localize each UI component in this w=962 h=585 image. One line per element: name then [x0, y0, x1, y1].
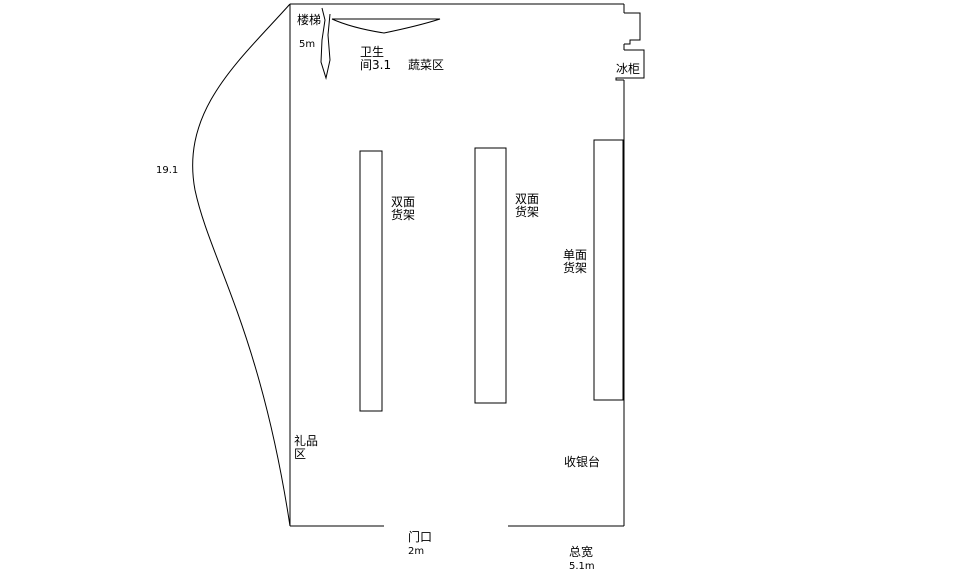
stairs-label: 楼梯 [297, 12, 321, 27]
toilet-fixture [331, 18, 441, 34]
toilet-label-line2: 间3.1 [360, 58, 391, 72]
depth-label: 19.1 [156, 165, 178, 176]
entrance-width-label: 2m [408, 546, 424, 557]
shelf1-label-line2: 货架 [391, 207, 415, 222]
fridge-label: 冰柜 [616, 62, 640, 76]
cashier-label: 收银台 [564, 454, 600, 469]
outer-walls [289, 3, 625, 527]
gift-area-label-line2: 区 [294, 447, 306, 461]
total-width-label: 总宽 [569, 544, 593, 559]
depth-curve [192, 3, 291, 527]
single-sided-shelf [593, 139, 624, 401]
shelf1-label-line1: 双面 [391, 195, 415, 209]
shelf3-label-line1: 单面 [563, 248, 587, 262]
shelf3-label-line2: 货架 [563, 260, 587, 275]
vegetable-area-label: 蔬菜区 [408, 58, 444, 72]
stairs-size-label: 5m [299, 39, 315, 50]
total-width-value: 5.1m [569, 561, 595, 572]
gift-area-label-line1: 礼品 [294, 433, 318, 448]
stairs-symbol [320, 7, 331, 80]
shelf2-label-line1: 双面 [515, 192, 539, 206]
fridge-outline [615, 12, 645, 81]
double-sided-shelf-1 [359, 150, 383, 412]
double-sided-shelf-2 [474, 147, 507, 404]
toilet-label-line1: 卫生 [360, 45, 384, 59]
shelf2-label-line2: 货架 [515, 204, 539, 219]
entrance-label: 门口 [408, 529, 432, 544]
